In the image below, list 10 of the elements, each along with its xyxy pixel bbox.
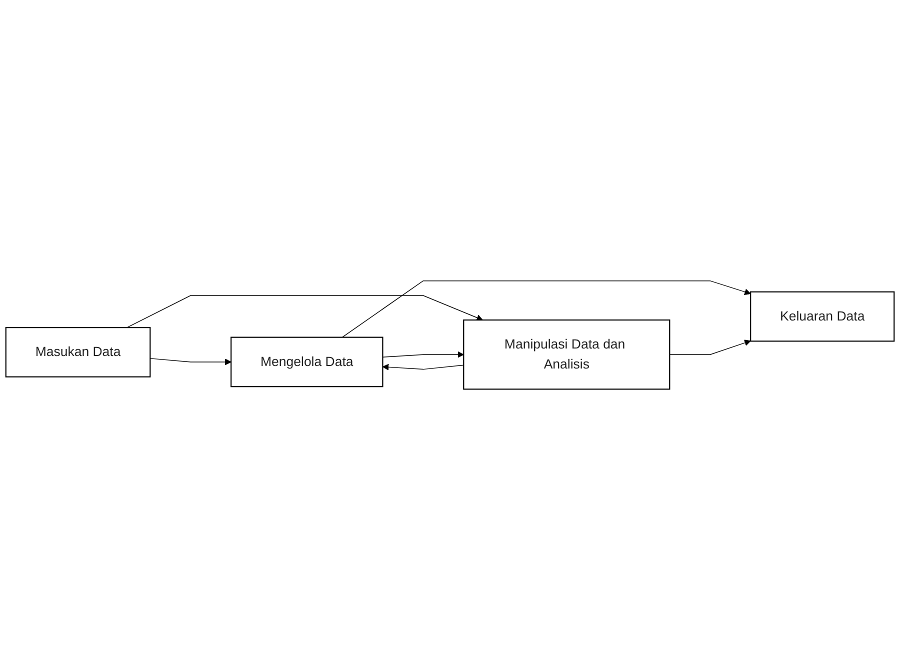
- arrow: [669, 339, 751, 354]
- node-box: Mengelola Data: [230, 336, 384, 387]
- node-box: Manipulasi Data dan Analisis: [463, 318, 670, 390]
- arrow: [126, 294, 483, 328]
- node-box: Keluaran Data: [750, 290, 895, 342]
- arrow: [342, 280, 751, 338]
- arrow: [382, 363, 464, 370]
- arrow: [382, 350, 464, 358]
- arrow: [150, 358, 232, 365]
- node-box: Masukan Data: [5, 326, 151, 377]
